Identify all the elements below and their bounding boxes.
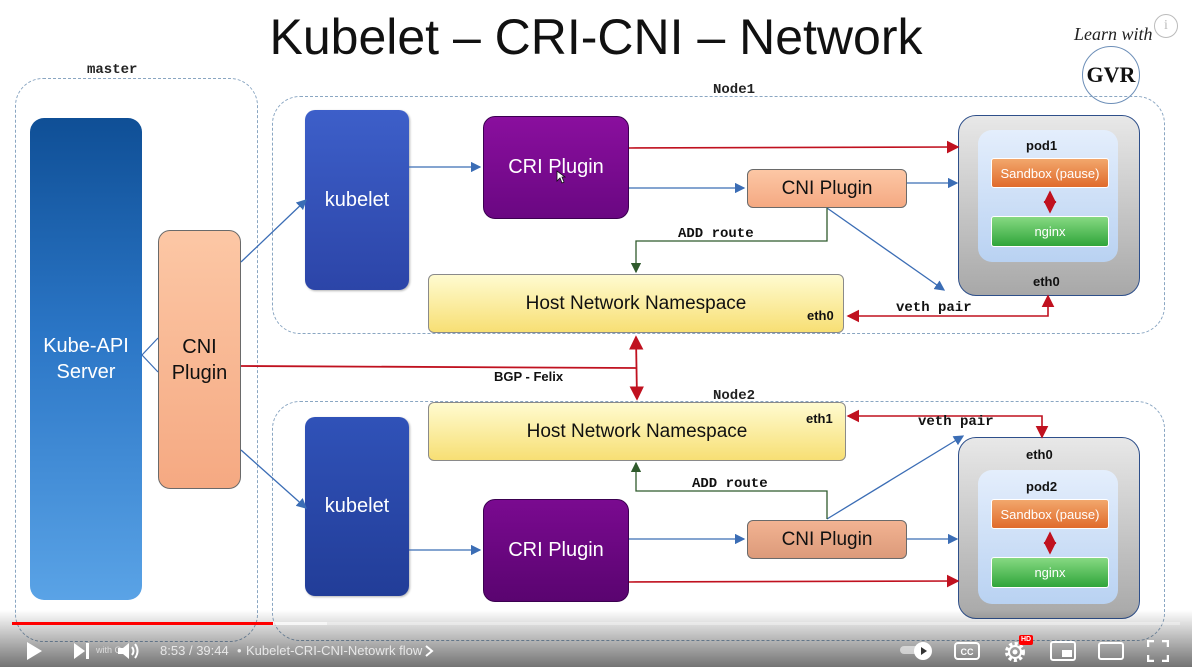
arrow-node1-add-route bbox=[630, 208, 828, 274]
master-label: master bbox=[87, 62, 138, 78]
node1-host-eth0: eth0 bbox=[807, 308, 834, 323]
arrow-node2-cni-to-eth1 bbox=[826, 435, 965, 520]
kube-api-server: Kube-API Server bbox=[30, 118, 142, 600]
slide-title: Kubelet – CRI-CNI – Network bbox=[269, 9, 923, 65]
svg-text:CC: CC bbox=[961, 647, 974, 657]
node2-host-eth1: eth1 bbox=[806, 411, 833, 426]
master-cni-line1: CNI bbox=[182, 335, 217, 358]
node1-host-network-namespace: Host Network Namespace bbox=[428, 274, 844, 333]
chevron-right-icon[interactable] bbox=[424, 644, 434, 658]
time-display: 8:53 / 39:44 bbox=[160, 643, 229, 658]
arrow-node1-veth-pair bbox=[846, 294, 1055, 323]
pod2-nginx: nginx bbox=[991, 557, 1109, 588]
autoplay-toggle[interactable] bbox=[900, 642, 934, 660]
node1-kubelet: kubelet bbox=[305, 110, 409, 290]
node1-cni-plugin: CNI Plugin bbox=[747, 169, 907, 208]
pod2-sandbox: Sandbox (pause) bbox=[991, 499, 1109, 529]
pod1-eth0: eth0 bbox=[1033, 274, 1060, 289]
node2-label: Node2 bbox=[713, 388, 756, 404]
pod1-label: pod1 bbox=[1026, 138, 1058, 153]
mouse-cursor bbox=[556, 170, 566, 184]
pod1-sandbox: Sandbox (pause) bbox=[991, 158, 1109, 188]
node2-host-network-namespace: Host Network Namespace bbox=[428, 402, 846, 461]
arrow-node2-add-route bbox=[630, 461, 828, 519]
fullscreen-icon[interactable] bbox=[1147, 640, 1169, 662]
next-icon[interactable] bbox=[72, 641, 92, 661]
node1-veth-pair-label: veth pair bbox=[896, 300, 972, 316]
node2-kubelet: kubelet bbox=[305, 417, 409, 596]
time-current: 8:53 bbox=[160, 643, 186, 658]
logo-initials: GVR bbox=[1086, 62, 1136, 87]
arrow-node1-cri-to-pod bbox=[628, 140, 960, 154]
time-total: 39:44 bbox=[196, 643, 229, 658]
node1-cri-plugin: CRI Plugin bbox=[483, 116, 629, 219]
arrow-node2-veth-pair bbox=[846, 409, 1049, 439]
progress-bar[interactable] bbox=[12, 622, 1180, 625]
info-icon[interactable]: i bbox=[1154, 14, 1178, 38]
pod2-label: pod2 bbox=[1026, 479, 1058, 494]
arrow-bgp-felix bbox=[240, 365, 637, 369]
pod1-nginx: nginx bbox=[991, 216, 1109, 247]
theater-icon[interactable] bbox=[1098, 642, 1124, 660]
settings-icon[interactable] bbox=[1004, 640, 1028, 664]
node1-add-route-label: ADD route bbox=[678, 226, 754, 242]
node1-label: Node1 bbox=[713, 82, 756, 98]
logo-text: Learn with bbox=[1074, 24, 1153, 44]
node2-host-label: Host Network Namespace bbox=[526, 420, 748, 442]
node2-cni-plugin: CNI Plugin bbox=[747, 520, 907, 559]
chapter-title[interactable]: Kubelet-CRI-CNI-Netowrk flow bbox=[246, 643, 423, 658]
captions-icon[interactable]: CC bbox=[954, 640, 980, 662]
volume-icon[interactable] bbox=[116, 640, 142, 662]
play-icon[interactable] bbox=[24, 640, 44, 662]
arrow-master-to-node2-kubelet bbox=[240, 449, 307, 509]
master-cni-plugin: CNI Plugin bbox=[158, 230, 241, 489]
arrow-host-to-host bbox=[629, 335, 644, 401]
arrow-node1-cni-to-eth0 bbox=[826, 207, 946, 291]
pod2-eth0: eth0 bbox=[1026, 447, 1053, 462]
time-separator: / bbox=[188, 643, 193, 658]
player-controls-gradient bbox=[0, 610, 1192, 667]
node2-veth-pair-label: veth pair bbox=[918, 414, 994, 430]
bgp-felix-label: BGP - Felix bbox=[494, 369, 564, 384]
kube-api-line1: Kube-API bbox=[43, 335, 129, 357]
master-cni-line2: Plugin bbox=[171, 361, 228, 384]
channel-watermark: with G bbox=[96, 645, 122, 655]
chapter-separator: • bbox=[237, 643, 242, 658]
logo: Learn with GVR bbox=[1068, 22, 1160, 104]
node2-cri-plugin: CRI Plugin bbox=[483, 499, 629, 602]
arrow-master-to-node1-kubelet bbox=[240, 199, 307, 263]
progress-played bbox=[12, 622, 274, 625]
miniplayer-icon[interactable] bbox=[1050, 641, 1076, 661]
node1-host-label: Host Network Namespace bbox=[525, 292, 747, 314]
kube-api-to-cni-link bbox=[141, 337, 159, 373]
kube-api-line2: Server bbox=[56, 361, 116, 383]
arrow-node2-cri-to-pod bbox=[628, 574, 960, 588]
node2-add-route-label: ADD route bbox=[692, 476, 768, 492]
node1-region bbox=[272, 96, 1165, 334]
hd-badge: HD bbox=[1019, 635, 1034, 645]
logo-circle: GVR bbox=[1082, 46, 1140, 104]
